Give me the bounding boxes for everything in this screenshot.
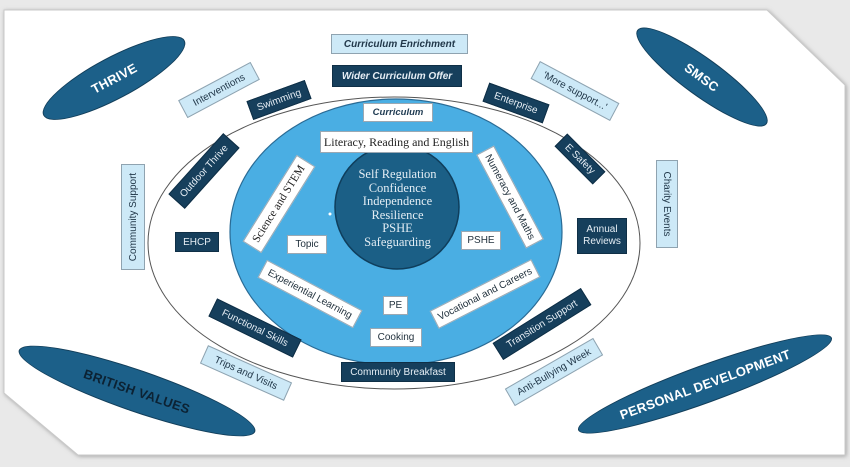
pe-label: PE: [388, 300, 403, 311]
community-support-label: Community Support: [127, 172, 139, 262]
outer-ring-ellipse: [147, 96, 641, 390]
curriculum-box: Curriculum: [363, 103, 433, 122]
pshe-label: PSHE: [467, 235, 495, 246]
ehcp-box: EHCP: [175, 232, 219, 252]
annual-reviews-label-line1: Annual: [586, 224, 618, 235]
core-values-list: Self Regulation Confidence Independence …: [340, 166, 455, 251]
core-item: Resilience: [371, 207, 424, 222]
annual-reviews-label-line2: Reviews: [583, 236, 621, 247]
core-item: Self Regulation: [358, 167, 437, 181]
pshe-box: PSHE: [461, 231, 501, 250]
literacy-box: Literacy, Reading and English: [320, 131, 473, 153]
community-breakfast-box: Community Breakfast: [341, 362, 455, 382]
thrive-label: THRIVE: [88, 59, 140, 97]
literacy-label: Literacy, Reading and English: [323, 134, 470, 149]
charity-events-label: Charity Events: [661, 171, 673, 237]
wider-curriculum-offer-box: Wider Curriculum Offer: [332, 65, 462, 87]
cooking-box: Cooking: [370, 328, 422, 347]
core-item: PSHE: [382, 221, 413, 235]
wider-curriculum-offer-label: Wider Curriculum Offer: [341, 70, 453, 82]
community-support-box: Community Support: [121, 164, 145, 270]
cooking-label: Cooking: [377, 332, 415, 343]
topic-box: Topic: [287, 235, 327, 254]
charity-events-box: Charity Events: [656, 160, 678, 248]
smsc-label: SMSC: [681, 59, 723, 95]
curriculum-enrichment-label: Curriculum Enrichment: [343, 38, 456, 50]
curriculum-enrichment-box: Curriculum Enrichment: [331, 34, 468, 54]
pe-box: PE: [383, 296, 408, 315]
dot-marker: [328, 212, 332, 216]
ehcp-label: EHCP: [183, 236, 211, 248]
topic-label: Topic: [295, 239, 319, 250]
curriculum-label: Curriculum: [372, 107, 424, 118]
core-item: Safeguarding: [364, 234, 431, 249]
core-item: Independence: [362, 194, 433, 208]
community-breakfast-label: Community Breakfast: [350, 366, 446, 378]
core-item: Confidence: [368, 180, 427, 195]
annual-reviews-box: Annual Reviews: [577, 218, 627, 254]
